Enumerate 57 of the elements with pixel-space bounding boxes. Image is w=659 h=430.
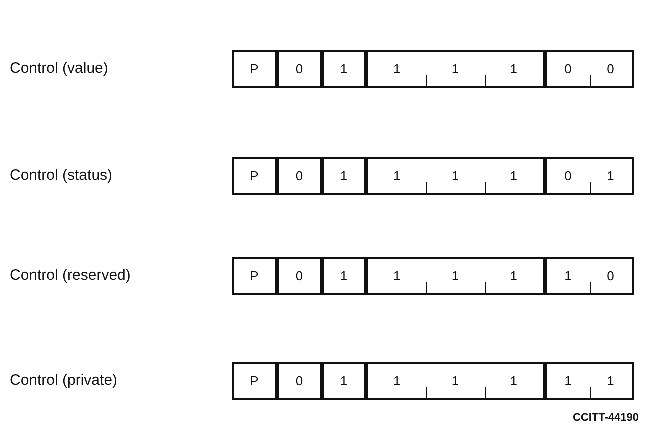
bit-value: 1 bbox=[510, 62, 518, 76]
bit-value: 1 bbox=[452, 268, 460, 284]
bit-value: 0 bbox=[296, 268, 304, 284]
bit-value: 1 bbox=[564, 374, 572, 388]
bit-field-box bbox=[277, 50, 322, 88]
bit-field-box bbox=[232, 50, 277, 88]
bit-value: 1 bbox=[510, 374, 518, 388]
bit-value: 1 bbox=[452, 62, 460, 76]
bit-value: 1 bbox=[340, 168, 348, 184]
figure-number: CCITT-44190 bbox=[572, 412, 639, 424]
bit-value: 1 bbox=[607, 374, 614, 388]
bit-field-box bbox=[322, 50, 366, 88]
bit-field-box bbox=[232, 157, 277, 195]
bit-field-box bbox=[322, 362, 366, 400]
bit-value: 1 bbox=[394, 62, 401, 76]
bit-value: 1 bbox=[564, 268, 572, 284]
row-label: Control (private) bbox=[10, 372, 118, 389]
bit-value: 1 bbox=[452, 374, 460, 388]
bit-field-box bbox=[277, 362, 322, 400]
bit-value: 0 bbox=[296, 374, 304, 388]
row-label: Control (reserved) bbox=[10, 267, 131, 284]
bit-value: 1 bbox=[607, 168, 614, 184]
bit-value: 1 bbox=[510, 168, 518, 184]
bit-field-box bbox=[545, 157, 634, 195]
bit-field-box bbox=[366, 157, 545, 195]
bit-value: 1 bbox=[340, 268, 348, 284]
bit-value: 1 bbox=[394, 374, 401, 388]
bit-value: 0 bbox=[296, 62, 304, 76]
bit-value: 1 bbox=[340, 374, 348, 388]
bit-value: 1 bbox=[452, 168, 460, 184]
bit-field-box bbox=[322, 157, 366, 195]
bit-field-box bbox=[545, 50, 634, 88]
bit-field-box bbox=[545, 362, 634, 400]
bit-field-box bbox=[277, 257, 322, 295]
bit-value: P bbox=[250, 62, 259, 76]
bit-field-box bbox=[366, 257, 545, 295]
bit-value: P bbox=[250, 268, 259, 284]
bit-value: 1 bbox=[394, 268, 401, 284]
row-label: Control (value) bbox=[10, 60, 108, 77]
bit-value: 1 bbox=[340, 62, 348, 76]
bit-value: P bbox=[250, 168, 259, 184]
bit-value: P bbox=[250, 374, 259, 388]
bit-field-box bbox=[545, 257, 634, 295]
bit-field-box bbox=[232, 362, 277, 400]
bit-value: 0 bbox=[564, 168, 572, 184]
bit-field-box bbox=[277, 157, 322, 195]
bit-value: 0 bbox=[607, 268, 614, 284]
bit-field-box bbox=[366, 362, 545, 400]
bit-field-box bbox=[366, 50, 545, 88]
bit-value: 0 bbox=[607, 62, 614, 76]
row-label: Control (status) bbox=[10, 167, 113, 184]
bit-value: 1 bbox=[510, 268, 518, 284]
bit-field-box bbox=[322, 257, 366, 295]
bit-value: 1 bbox=[394, 168, 401, 184]
bit-field-box bbox=[232, 257, 277, 295]
bit-value: 0 bbox=[564, 62, 572, 76]
bit-value: 0 bbox=[296, 168, 304, 184]
